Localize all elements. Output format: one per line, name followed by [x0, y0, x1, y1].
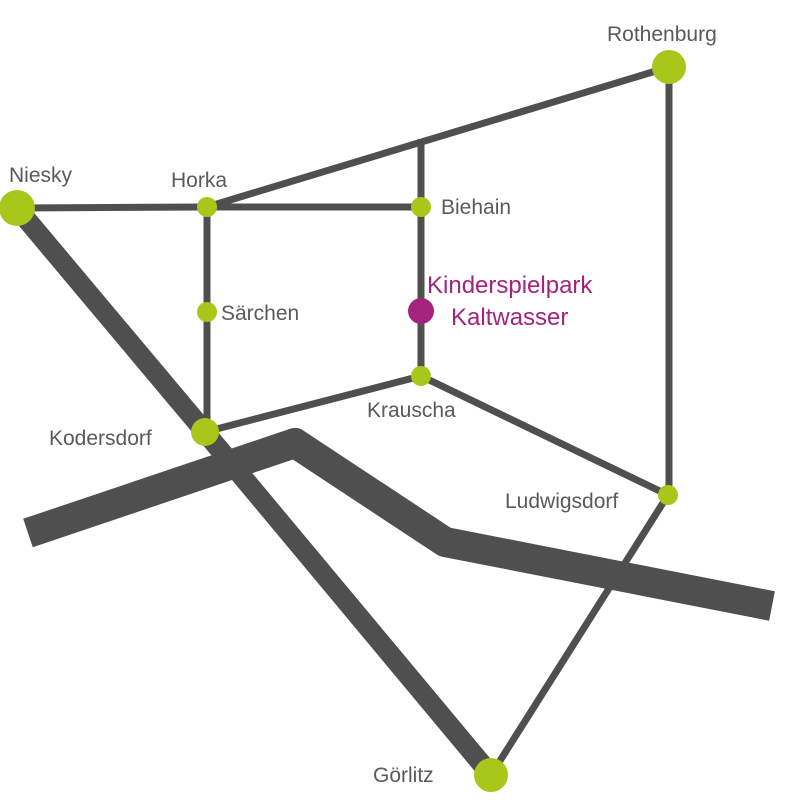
station-marker-saerchen[interactable] [197, 302, 217, 322]
rail-line-niesky-horka [16, 203, 208, 212]
station-marker-krauscha[interactable] [411, 366, 431, 386]
station-label-saerchen: Särchen [221, 302, 300, 325]
station-label-kodersdorf: Kodersdorf [49, 427, 152, 450]
station-marker-goerlitz[interactable] [474, 758, 508, 792]
rail-line-ludwigsdorf-goerlitz [488, 493, 671, 777]
station-marker-biehain[interactable] [411, 197, 431, 217]
station-label-horka: Horka [171, 169, 228, 192]
station-marker-kodersdorf[interactable] [191, 418, 219, 446]
station-marker-horka[interactable] [197, 197, 217, 217]
poi-label-line1: Kinderspielpark [427, 272, 593, 299]
station-marker-ludwigsdorf[interactable] [658, 485, 678, 505]
rail-line-krauscha-ludwigsdorf [419, 372, 670, 499]
station-label-krauscha: Krauscha [367, 399, 456, 422]
poi-label-line2: Kaltwasser [451, 304, 569, 332]
poi-label: Kinderspielpark Kaltwasser [427, 270, 592, 335]
rail-line-layer [16, 63, 673, 777]
station-label-biehain: Biehain [441, 196, 512, 219]
station-layer [0, 50, 686, 792]
station-marker-rothenburg[interactable] [652, 50, 686, 84]
rail-line-horka-rothenburg [205, 63, 671, 211]
rail-line-kodersdorf-krauscha [204, 372, 422, 436]
station-marker-niesky[interactable] [0, 190, 35, 226]
highway-autobahn [23, 428, 775, 621]
station-label-rothenburg: Rothenburg [607, 23, 717, 46]
poi-marker[interactable] [408, 298, 434, 324]
station-label-niesky: Niesky [9, 164, 73, 187]
station-label-ludwigsdorf: Ludwigsdorf [505, 490, 619, 513]
station-label-goerlitz: Görlitz [373, 764, 434, 787]
